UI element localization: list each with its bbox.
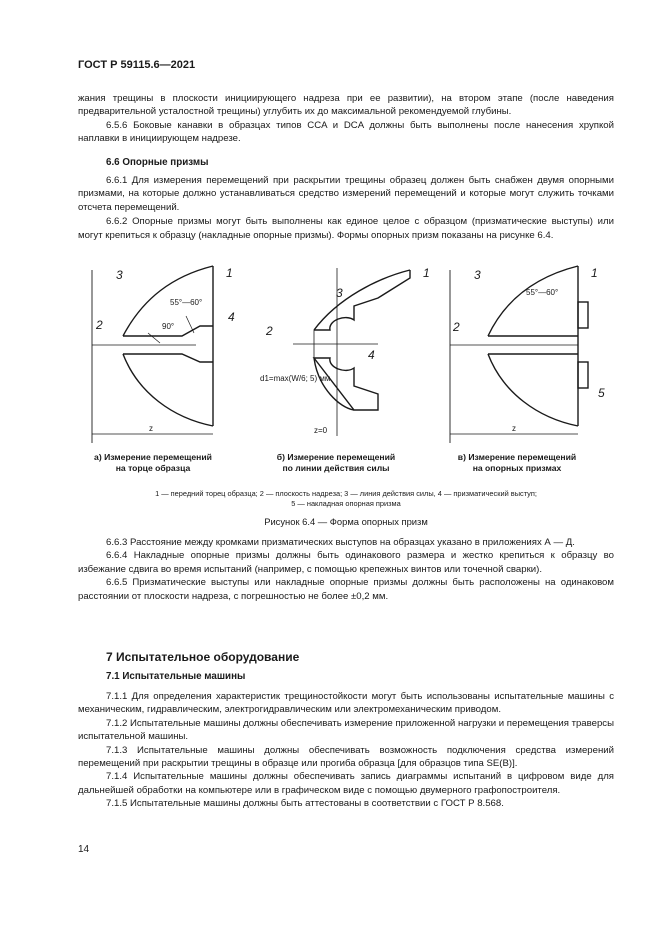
caption-line: на торце образца bbox=[115, 463, 191, 473]
section-7-text: 7.1.1 Для определения характеристик трещ… bbox=[78, 690, 614, 811]
label-3: 3 bbox=[336, 286, 343, 300]
panel-b-drawing bbox=[293, 268, 411, 436]
angle-label: 55°—60° bbox=[170, 298, 203, 307]
paragraph: 7.1.1 Для определения характеристик трещ… bbox=[78, 691, 614, 716]
z-zero: z=0 bbox=[314, 426, 328, 435]
legend-line: 1 — передний торец образца; 2 — плоскост… bbox=[155, 489, 537, 498]
label-1: 1 bbox=[423, 266, 430, 280]
section-6-6-text: 6.6.1 Для измерения перемещений при раск… bbox=[78, 174, 614, 242]
paragraph: 7.1.3 Испытательные машины должны обеспе… bbox=[78, 744, 614, 770]
dimension-z: z bbox=[149, 424, 153, 433]
paragraph: 6.6.4 Накладные опорные призмы должны бы… bbox=[78, 550, 614, 575]
angle-label: 90° bbox=[162, 322, 175, 331]
angle-label: 55°—60° bbox=[526, 288, 559, 297]
label-1: 1 bbox=[226, 266, 233, 280]
caption-b: б) Измерение перемещений по линии действ… bbox=[261, 452, 411, 474]
paragraph: 6.6.1 Для измерения перемещений при раск… bbox=[78, 175, 614, 213]
paragraph: 6.6.3 Расстояние между кромками призмати… bbox=[106, 537, 575, 548]
paragraph: 6.6.2 Опорные призмы могут быть выполнен… bbox=[78, 216, 614, 241]
caption-a: а) Измерение перемещений на торце образц… bbox=[78, 452, 228, 474]
document-header: ГОСТ Р 59115.6—2021 bbox=[78, 59, 196, 71]
caption-line: а) Измерение перемещений bbox=[94, 452, 212, 462]
paragraph: 7.1.4 Испытательные машины должны обеспе… bbox=[78, 771, 614, 796]
figure-drawing bbox=[91, 265, 589, 443]
label-2: 2 bbox=[453, 320, 460, 334]
intro-block: жания трещины в плоскости инициирующего … bbox=[78, 92, 614, 146]
paragraph: жания трещины в плоскости инициирующего … bbox=[78, 93, 614, 118]
caption-line: на опорных призмах bbox=[472, 463, 562, 473]
page-number: 14 bbox=[78, 844, 90, 855]
label-3: 3 bbox=[474, 268, 481, 282]
figure-6-4: 3 1 55°—60° 90° 4 2 z 3 1 2 4 d1=max(W/6… bbox=[78, 258, 614, 488]
panel-c-drawing bbox=[449, 265, 589, 443]
panel-a-drawing bbox=[91, 265, 214, 443]
label-3: 3 bbox=[116, 268, 123, 282]
section-heading: 6.6 Опорные призмы bbox=[106, 157, 209, 168]
legend-line: 5 — накладная опорная призма bbox=[291, 499, 401, 508]
dimension-z: z bbox=[512, 424, 516, 433]
label-2: 2 bbox=[96, 318, 103, 332]
figure-title: Рисунок 6.4 — Форма опорных призм bbox=[264, 516, 428, 527]
caption-line: в) Измерение перемещений bbox=[457, 452, 577, 462]
paragraph: 6.5.6 Боковые канавки в образцах типов C… bbox=[78, 119, 614, 145]
label-2: 2 bbox=[266, 324, 273, 338]
section-heading: 7 Испытательное оборудование bbox=[106, 650, 300, 664]
after-figure-text: 6.6.3 Расстояние между кромками призмати… bbox=[78, 536, 614, 603]
paragraph: 7.1.2 Испытательные машины должны обеспе… bbox=[78, 717, 614, 743]
label-4: 4 bbox=[368, 348, 375, 362]
subsection-heading: 7.1 Испытательные машины bbox=[106, 671, 246, 682]
paragraph: 7.1.5 Испытательные машины должны быть а… bbox=[106, 798, 504, 810]
caption-line: б) Измерение перемещений bbox=[276, 452, 396, 462]
label-4: 4 bbox=[228, 310, 235, 324]
caption-line: по линии действия силы bbox=[282, 463, 390, 473]
label-1: 1 bbox=[591, 266, 598, 280]
paragraph: 6.6.5 Призматические выступы или накладн… bbox=[78, 577, 614, 602]
figure-legend: 1 — передний торец образца; 2 — плоскост… bbox=[78, 489, 614, 509]
label-5: 5 bbox=[598, 386, 605, 400]
caption-c: в) Измерение перемещений на опорных приз… bbox=[442, 452, 592, 474]
d1-formula: d1=max(W/6; 5) мм bbox=[260, 374, 331, 383]
